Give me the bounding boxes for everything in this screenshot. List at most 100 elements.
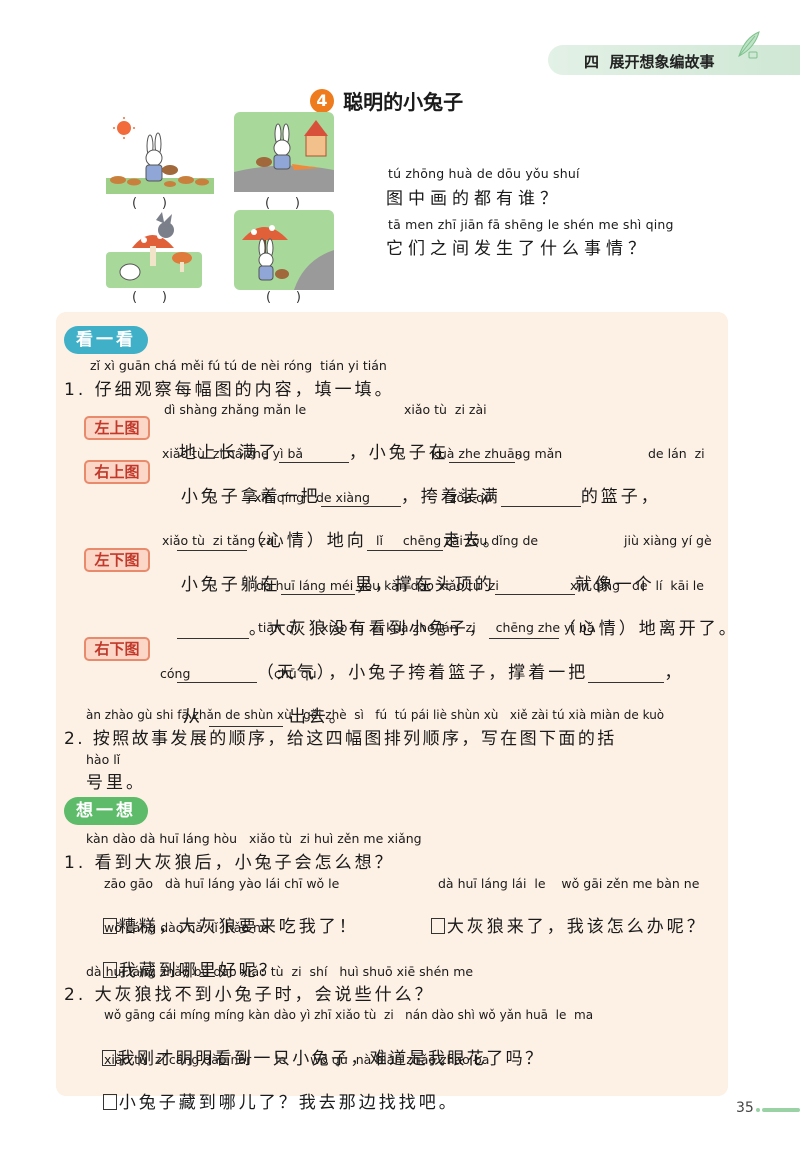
unit-title: 四 展开想象编故事 (584, 53, 715, 71)
order-blank-4[interactable]: ( ) (266, 290, 301, 305)
option-5-pinyin: xiǎo tù zi cáng dào nǎr le wǒ qù nà biān… (104, 1052, 490, 1067)
order-blank-3[interactable]: ( ) (132, 290, 167, 305)
bl-text-a: 小兔子躺在 (180, 575, 281, 595)
blank-bl-2[interactable] (494, 577, 575, 595)
br2-text-a: 从 (182, 707, 203, 727)
option-5: 小兔子藏到哪儿了？我去那边找找吧。 (86, 1068, 459, 1113)
look-q1-text: 1. 仔细观察每幅图的内容，填一填。 (64, 380, 395, 400)
blank-bl-4[interactable] (488, 621, 559, 639)
br2-text-b: 出去。 (288, 707, 349, 727)
order-blank-1[interactable]: ( ) (132, 196, 167, 211)
option-3-pinyin: wǒ cáng dào nǎ lǐ hǎo ne (104, 920, 269, 935)
tl-pinyin-a: dì shàng zhǎng mǎn le (164, 402, 307, 417)
fill-line-tr2: （心情）地向 走去。 (160, 506, 503, 551)
blank-br-3[interactable] (208, 709, 283, 727)
blank-br-1[interactable] (176, 665, 257, 683)
tr2-text-a: （心情）地向 (246, 531, 367, 551)
page-dot (756, 1108, 760, 1112)
picture-top-left (106, 116, 214, 194)
lesson-number-badge: 4 (310, 88, 334, 113)
bl-text-b: 里，撑在头顶的 (354, 575, 495, 595)
think-q1-pinyin: kàn dào dà huī láng hòu xiǎo tù zi huì z… (86, 831, 422, 846)
picture-top-right (234, 112, 334, 192)
look-section-label: 看一看 (64, 326, 148, 354)
look-q2-text: 2. 按照故事发展的顺序，给这四幅图排列顺序，写在图下面的括 (64, 729, 617, 749)
feather-icon (738, 31, 760, 59)
tr-text-b: ，挎着装满 (400, 487, 501, 507)
think-q2-pinyin: dà huī láng zhǎo bú dào xiǎo tù zi shí h… (86, 964, 474, 979)
option-4-pinyin: wǒ gāng cái míng míng kàn dào yì zhī xiǎ… (104, 1008, 594, 1022)
bl-pinyin-c: jiù xiàng yí gè (624, 533, 712, 548)
br-text-b: ， (664, 663, 685, 683)
look-q2b-pinyin: hào lǐ (86, 752, 121, 767)
look-q2-pinyin: àn zhào gù shi fā zhǎn de shùn xù gěi zh… (86, 708, 665, 722)
option-1-checkbox[interactable] (102, 918, 117, 934)
page-line (762, 1108, 800, 1112)
tl-text-c: 。 (514, 443, 535, 463)
lesson-title: 4 聪明的小兔子 (310, 86, 463, 114)
bl2-text-a: 。大灰狼没有看到小兔子， (248, 619, 489, 639)
intro-q1-text: 图中画的都有谁？ (386, 189, 562, 209)
think-q2-text: 2. 大灰狼找不到小兔子时，会说些什么？ (64, 985, 435, 1005)
br2-pinyin-b: chū qù (274, 666, 317, 681)
option-2: 大灰狼来了，我该怎么办呢？ (414, 892, 707, 937)
option-4: 我刚才明明看到一只小兔子，难道是我眼花了吗？ (86, 1024, 544, 1069)
fill-line-tl: 地上长满了 ，小兔子在 。 (162, 418, 535, 463)
picture-bottom-right (234, 210, 334, 290)
blank-tr-3[interactable] (176, 533, 247, 551)
option-4-text: 我刚才明明看到一只小兔子，难道是我眼花了吗？ (117, 1049, 545, 1069)
fill-line-tr: 小兔子拿着一把，挎着装满的篮子， (164, 462, 661, 507)
option-1-text: 糟糕，大灰狼要来吃我了！ (118, 917, 359, 937)
option-3: 我藏到哪里好呢？ (86, 936, 279, 981)
think-q1-text: 1. 看到大灰狼后，小兔子会怎么想？ (64, 853, 395, 873)
bl2-pinyin-a: dà huī láng méi yǒu kàn dào xiǎo tù zi (256, 578, 499, 593)
unit-header: 四 展开想象编故事 (548, 45, 800, 75)
option-2-pinyin: dà huī láng lái le wǒ gāi zěn me bàn ne (438, 876, 700, 891)
tr2-text-b: 走去。 (442, 531, 503, 551)
blank-bl-1[interactable] (280, 577, 355, 595)
blank-tr-2[interactable] (500, 489, 581, 507)
fill-line-bl: 小兔子躺在 里，撑在头顶的 就像一个 (164, 550, 655, 595)
option-2-text: 大灰狼来了，我该怎么办呢？ (446, 917, 707, 937)
bl2-text-b: （心情）地离开了。 (558, 619, 739, 639)
tl-pinyin-b: xiǎo tù zi zài (404, 402, 487, 417)
option-1-pinyin: zāo gāo dà huī láng yào lái chī wǒ le (104, 876, 340, 891)
option-2-checkbox[interactable] (430, 918, 445, 934)
tr-text-c: 的篮子， (580, 487, 661, 507)
br-pinyin-a: tiān qì xiǎo tù zi kuà zhe lán zi chēng … (258, 620, 595, 635)
intro-q2-text: 它们之间发生了什么事情？ (386, 239, 650, 259)
tl-text-a: 地上长满了 (178, 443, 279, 463)
option-3-text: 我藏到哪里好呢？ (118, 961, 279, 981)
bl-pinyin-a: xiǎo tù zi tǎng zài (162, 533, 278, 548)
bl-text-c: 就像一个 (574, 575, 655, 595)
option-1: 糟糕，大灰狼要来吃我了！ (86, 892, 359, 937)
intro-q1-pinyin: tú zhōng huà de dōu yǒu shuí (388, 166, 580, 181)
exercise-panel (56, 312, 728, 1096)
option-5-checkbox[interactable] (102, 1094, 117, 1110)
blank-tl-2[interactable] (448, 445, 515, 463)
tag-top-left: 左上图 (84, 416, 150, 440)
bl2-pinyin-b: xīn qíng de lí kāi le (570, 578, 704, 593)
look-q2b-text: 号里。 (86, 773, 146, 793)
intro-q2-pinyin: tā men zhī jiān fā shēng le shén me shì … (388, 217, 674, 232)
blank-tl-1[interactable] (278, 445, 349, 463)
option-4-checkbox[interactable] (101, 1050, 116, 1066)
tag-bottom-right: 右下图 (84, 637, 150, 661)
tl-text-b: ，小兔子在 (348, 443, 449, 463)
look-q1-pinyin: zǐ xì guān chá měi fú tú de nèi róng tiá… (90, 358, 387, 373)
blank-tr-4[interactable] (366, 533, 443, 551)
fill-line-bl2: 。大灰狼没有看到小兔子， （心情）地离开了。 (160, 594, 739, 639)
tr2-pinyin-a: xīn qíng de xiàng (254, 490, 370, 505)
fill-line-br2: 从 出去。 (166, 682, 349, 727)
order-blank-2[interactable]: ( ) (265, 196, 300, 211)
blank-br-2[interactable] (588, 665, 665, 683)
tr-pinyin-a: xiǎo tù zi ná zhe yì bǎ (162, 446, 304, 461)
blank-tr-1[interactable] (320, 489, 401, 507)
option-3-checkbox[interactable] (102, 962, 117, 978)
blank-bl-3[interactable] (176, 621, 249, 639)
page-number: 35 (736, 1100, 754, 1116)
picture-bottom-left (106, 212, 202, 288)
br-text-a: （天气），小兔子挎着篮子，撑着一把 (256, 663, 589, 683)
tr-pinyin-c: de lán zi (648, 446, 705, 461)
tr2-pinyin-b: zǒu qù (450, 490, 492, 505)
